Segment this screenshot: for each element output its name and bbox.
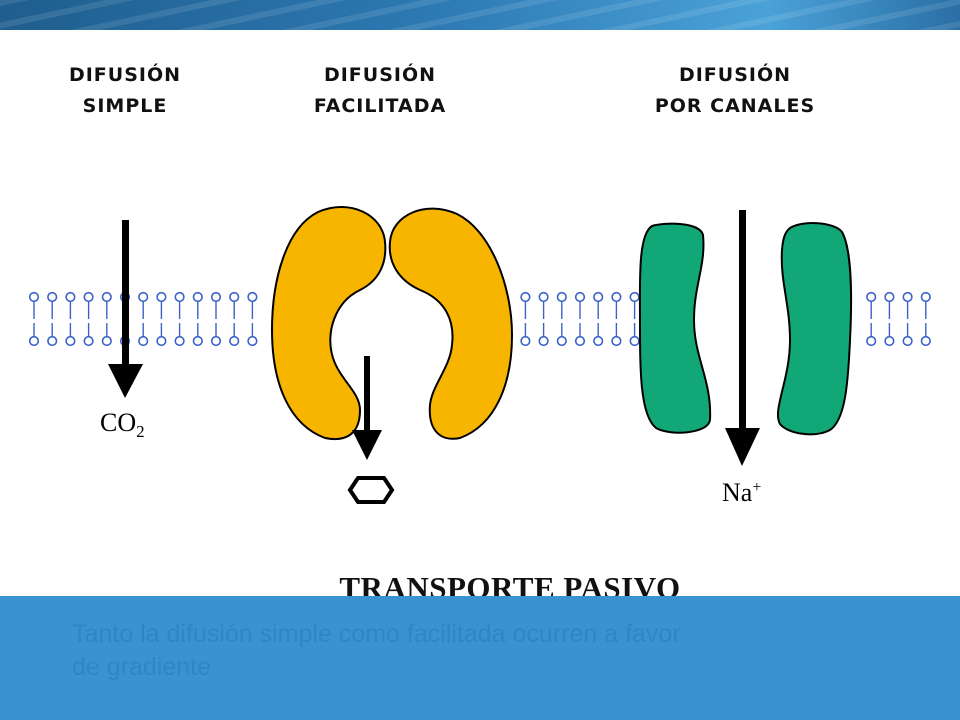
phospholipid	[156, 291, 167, 347]
phospholipid	[866, 291, 877, 347]
carrier-protein	[270, 206, 514, 440]
passive-transport-diagram: DIFUSIÓN SIMPLE DIFUSIÓN FACILITADA DIFU…	[0, 30, 960, 605]
co2-diffusion-arrow	[108, 220, 143, 398]
carrier-protein-left-half	[270, 206, 387, 440]
phospholipid	[574, 291, 586, 347]
carrier-protein-right-half	[388, 207, 514, 440]
phospholipid	[28, 291, 40, 347]
phospholipid	[611, 291, 622, 347]
phospholipid	[47, 291, 58, 347]
glucose-diffusion-arrow	[352, 356, 382, 460]
phospholipid	[902, 291, 913, 347]
phospholipid	[247, 291, 258, 347]
caption-band: Tanto la difusión simple como facilitada…	[0, 596, 960, 720]
channel-protein-right-wall	[776, 222, 853, 436]
phospholipid	[138, 291, 149, 347]
top-decorative-band	[0, 0, 960, 30]
diagram-canvas	[28, 206, 931, 504]
phospholipid	[593, 291, 604, 347]
heading-simple-diffusion: DIFUSIÓN SIMPLE	[68, 64, 182, 117]
phospholipid	[229, 291, 240, 347]
phospholipid	[174, 291, 185, 347]
phospholipid	[884, 291, 895, 347]
caption-text: Tanto la difusión simple como facilitada…	[72, 620, 681, 681]
phospholipid	[65, 291, 76, 347]
phospholipid	[920, 291, 931, 347]
heading-facilitated-diffusion: DIFUSIÓN FACILITADA	[313, 64, 447, 117]
channel-protein-left-wall	[638, 222, 712, 434]
phospholipid	[538, 291, 549, 347]
phospholipid	[520, 291, 531, 347]
phospholipid	[210, 291, 222, 347]
channel-protein	[638, 222, 853, 436]
phospholipid	[83, 291, 94, 347]
sodium-diffusion-arrow	[725, 210, 760, 466]
heading-channel-diffusion: DIFUSIÓN POR CANALES	[654, 64, 816, 117]
hexagon-icon	[347, 476, 395, 504]
co2-label: CO2	[100, 408, 145, 441]
sodium-ion-label: Na+	[722, 478, 762, 507]
phospholipid	[556, 291, 567, 347]
phospholipid	[101, 291, 112, 347]
phospholipid	[192, 291, 203, 347]
phospholipid	[629, 291, 640, 347]
